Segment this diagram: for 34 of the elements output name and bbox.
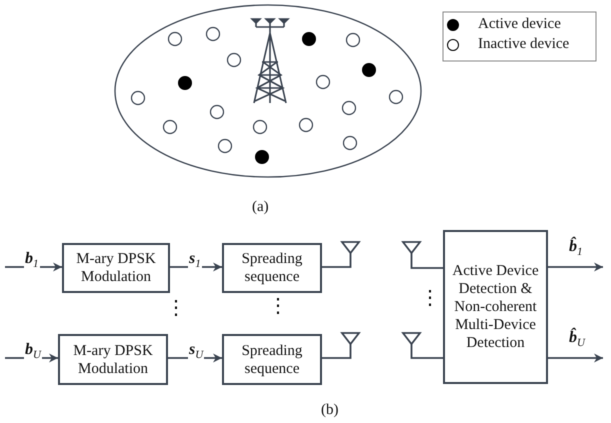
legend-label: Active device — [478, 17, 561, 32]
panel-label: (b) — [321, 403, 338, 418]
process-box — [222, 334, 322, 385]
ellipsis-mark: ⋮ — [268, 296, 288, 316]
connector-line — [322, 253, 352, 268]
arrow — [5, 262, 62, 272]
antenna-symbol — [341, 241, 360, 253]
ellipsis-mark: ⋮ — [166, 298, 186, 318]
antenna-symbol — [341, 332, 360, 344]
process-box — [62, 243, 170, 293]
process-box — [443, 230, 548, 384]
edge-label: b$_{1}$ — [24, 250, 40, 270]
arrow — [548, 262, 603, 272]
connector-line — [410, 344, 443, 359]
arrow — [548, 354, 603, 362]
block-label: Spreading sequence — [240, 250, 304, 286]
process-box — [58, 334, 168, 385]
arrow — [5, 354, 58, 362]
connector-line — [410, 253, 443, 269]
antenna-symbol — [402, 241, 421, 253]
block-label: M-ary DPSK Modulation — [72, 342, 154, 378]
edge-label: b$_{U}$ — [24, 341, 42, 362]
block-label: Active Device Detection & Non-coherent Multi-Device Detection — [451, 262, 540, 352]
arrow — [170, 262, 222, 272]
process-box — [222, 243, 322, 293]
ellipsis-mark: ⋮ — [420, 288, 440, 308]
connector-line — [322, 344, 352, 359]
antenna-symbol — [402, 332, 421, 344]
block-label: Spreading sequence — [240, 342, 304, 378]
arrow — [168, 354, 222, 362]
panel-label: (a) — [252, 200, 269, 215]
legend-label: Inactive device — [478, 37, 570, 52]
block-label: M-ary DPSK Modulation — [75, 250, 157, 286]
edge-label: b̂$_{U}$ — [568, 329, 586, 350]
